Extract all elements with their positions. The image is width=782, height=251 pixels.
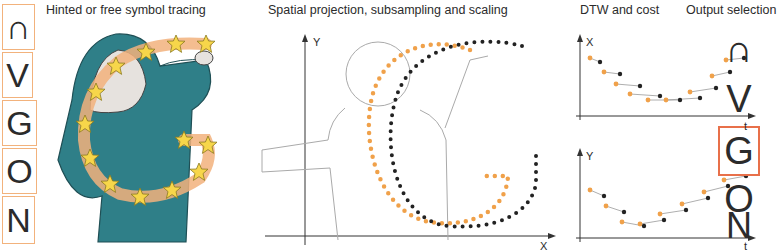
axis-label: X <box>586 36 593 48</box>
axis-label: Y <box>586 150 593 162</box>
output-symbol: ∩ <box>725 30 752 68</box>
symbol-box: G <box>2 100 37 146</box>
symbol: G <box>6 106 32 140</box>
output-symbol: V <box>726 80 751 118</box>
symbol: N <box>6 203 31 237</box>
selected-symbol-box: G <box>718 126 760 176</box>
axis-label: Y <box>313 36 320 48</box>
symbol-box: O <box>2 148 37 194</box>
symbol: ∩ <box>6 10 30 44</box>
symbol: G <box>724 132 754 170</box>
symbol-box: V <box>2 52 33 98</box>
panel-heading: Spatial projection, subsampling and scal… <box>268 4 508 18</box>
panel-heading: Hinted or free symbol tracing <box>46 4 206 18</box>
panel-heading: Output selection <box>686 4 776 18</box>
axis-label: t <box>744 120 747 132</box>
symbol: O <box>6 154 32 188</box>
wizard-figure <box>58 34 217 242</box>
symbol-box: N <box>2 196 35 244</box>
panel-heading: DTW and cost <box>580 4 659 18</box>
projection-plot <box>262 34 556 245</box>
symbol: V <box>6 58 29 92</box>
output-symbol: N <box>726 208 752 244</box>
axis-label: X <box>540 240 547 251</box>
symbol-box: ∩ <box>2 4 35 50</box>
